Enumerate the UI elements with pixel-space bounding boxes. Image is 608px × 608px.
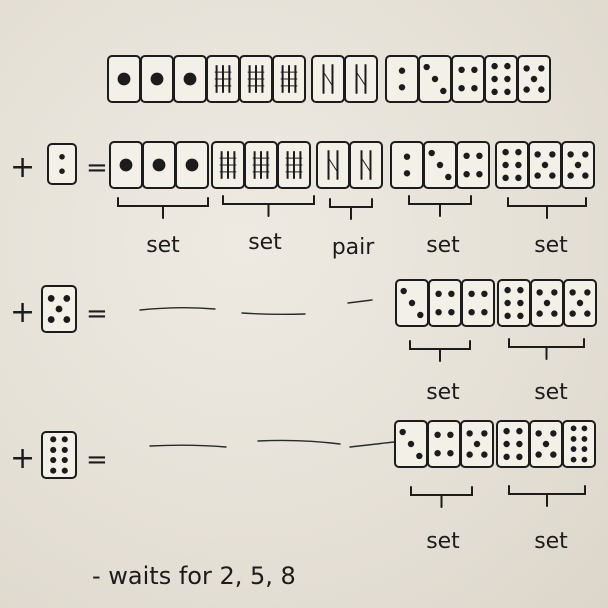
tile-2p: [390, 141, 424, 189]
equals-sign: =: [86, 153, 108, 183]
tile-3s: [206, 55, 240, 103]
tile-6p: [495, 141, 529, 189]
tile-1p: [175, 141, 209, 189]
tile-1p: [142, 141, 176, 189]
group-label: set: [534, 233, 568, 258]
tile-1p: [109, 141, 143, 189]
group-bracket: [508, 338, 585, 360]
tile-4p: [428, 279, 462, 327]
group-label: set: [146, 233, 180, 258]
plus-sign: +: [10, 150, 35, 185]
tile-5p: [517, 55, 551, 103]
tile-1p: [107, 55, 141, 103]
group-bracket: [508, 485, 586, 507]
omitted-tiles-dash: [139, 299, 373, 316]
tile-3s: [244, 141, 278, 189]
tile-1p: [173, 55, 207, 103]
group-bracket: [410, 486, 473, 508]
tile-3s: [239, 55, 273, 103]
plus-sign: +: [10, 295, 35, 330]
tile-2p: [47, 143, 77, 185]
tile-5p: [529, 420, 563, 468]
group-label: set: [426, 233, 460, 258]
tile-3p: [394, 420, 428, 468]
group-bracket: [408, 195, 472, 217]
drawn-tile: [41, 285, 77, 333]
tile-row: [395, 279, 597, 327]
group-label: set: [248, 230, 282, 255]
tile-2s: [349, 141, 383, 189]
drawn-tile: [41, 431, 77, 479]
group-brackets: [409, 338, 585, 362]
tile-5p: [528, 141, 562, 189]
starting-hand-row: [107, 55, 551, 103]
tile-6p: [484, 55, 518, 103]
group-label: set: [426, 529, 460, 554]
tile-3p: [423, 141, 457, 189]
wait-footnote: - waits for 2, 5, 8: [92, 562, 296, 590]
tile-4p: [456, 141, 490, 189]
drawn-tile: [47, 143, 77, 185]
tile-5p: [561, 141, 595, 189]
group-brackets: [410, 485, 586, 508]
group-bracket: [329, 198, 373, 220]
tile-2s: [344, 55, 378, 103]
tile-8p: [562, 420, 596, 468]
complete-hand-row-draw-5: + = set set: [10, 279, 597, 405]
complete-hand-row-draw-2: + = set set pair set set: [10, 141, 595, 260]
tile-5p: [530, 279, 564, 327]
tile-3p: [395, 279, 429, 327]
tile-2s: [316, 141, 350, 189]
tile-4p: [427, 420, 461, 468]
group-bracket: [222, 195, 315, 217]
group-label: set: [426, 380, 460, 405]
tile-5p: [41, 285, 77, 333]
tile-4p: [461, 279, 495, 327]
tile-3s: [272, 55, 306, 103]
tile-6p: [497, 279, 531, 327]
group-label: pair: [332, 235, 376, 260]
tile-2s: [311, 55, 345, 103]
equals-sign: =: [86, 445, 108, 475]
tile-row: [394, 420, 596, 468]
tile-5p: [563, 279, 597, 327]
tile-3p: [418, 55, 452, 103]
tile-2p: [385, 55, 419, 103]
omitted-tiles-dash: [149, 439, 395, 448]
tile-4p: [451, 55, 485, 103]
tile-row: [109, 141, 595, 189]
tile-1p: [140, 55, 174, 103]
equals-sign: =: [86, 299, 108, 329]
group-label: set: [534, 380, 568, 405]
tile-5p: [460, 420, 494, 468]
plus-sign: +: [10, 441, 35, 476]
group-bracket: [117, 197, 209, 219]
group-bracket: [409, 340, 471, 362]
tile-8p: [41, 431, 77, 479]
tile-3s: [277, 141, 311, 189]
tile-6p: [496, 420, 530, 468]
group-label: set: [534, 529, 568, 554]
complete-hand-row-draw-8: + = set set: [10, 420, 596, 554]
group-bracket: [507, 197, 587, 219]
tile-3s: [211, 141, 245, 189]
group-brackets: [117, 195, 587, 220]
